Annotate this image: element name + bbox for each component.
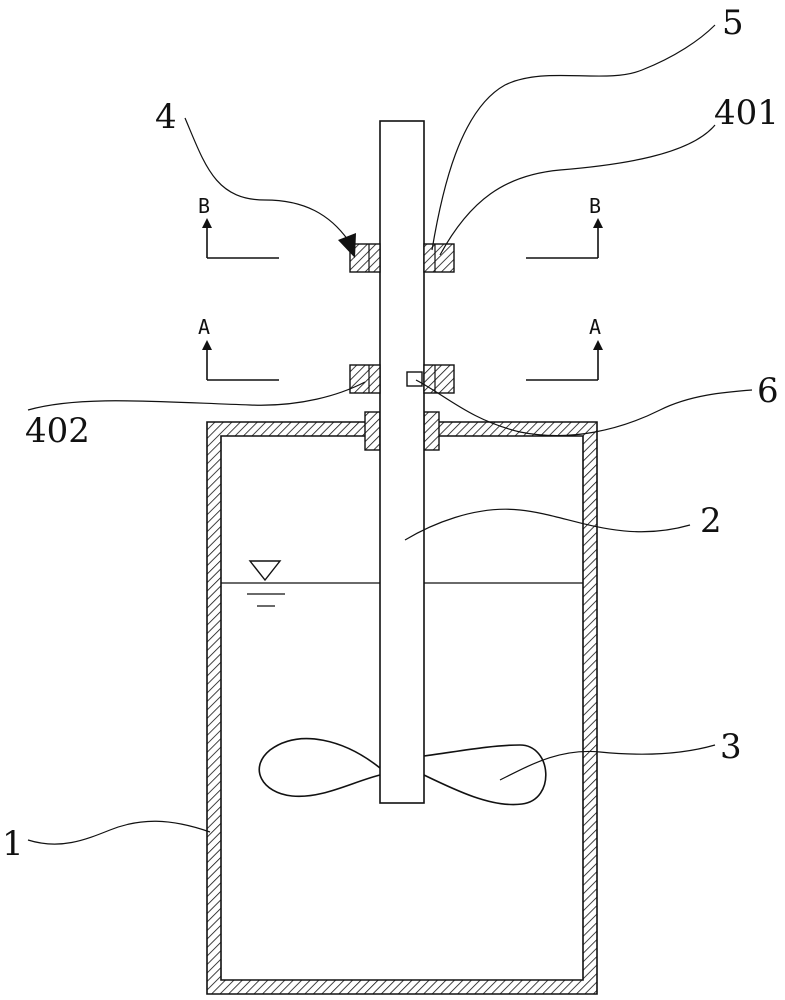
section-a-right-label: A <box>589 315 601 339</box>
label-5: 5 <box>722 3 744 43</box>
level-triangle-symbol <box>250 561 280 580</box>
section-b-left-label: B <box>198 194 210 218</box>
section-a-left-label: A <box>198 315 210 339</box>
section-b-right-label: B <box>589 194 601 218</box>
label-1: 1 <box>2 824 24 864</box>
leader-401 <box>440 125 715 255</box>
label-2: 2 <box>700 501 722 541</box>
arrowhead-4 <box>338 233 356 258</box>
label-6: 6 <box>757 371 779 411</box>
leader-5 <box>432 25 715 250</box>
label-401: 401 <box>714 93 779 133</box>
leader-4 <box>185 118 348 240</box>
label-4: 4 <box>155 97 177 137</box>
sensor-block <box>407 372 422 386</box>
shaft <box>380 121 424 803</box>
label-3: 3 <box>720 727 742 767</box>
leader-2 <box>405 509 690 540</box>
label-402: 402 <box>25 411 90 451</box>
leader-1 <box>28 821 210 844</box>
leader-3 <box>500 745 715 780</box>
leader-402 <box>28 382 365 410</box>
